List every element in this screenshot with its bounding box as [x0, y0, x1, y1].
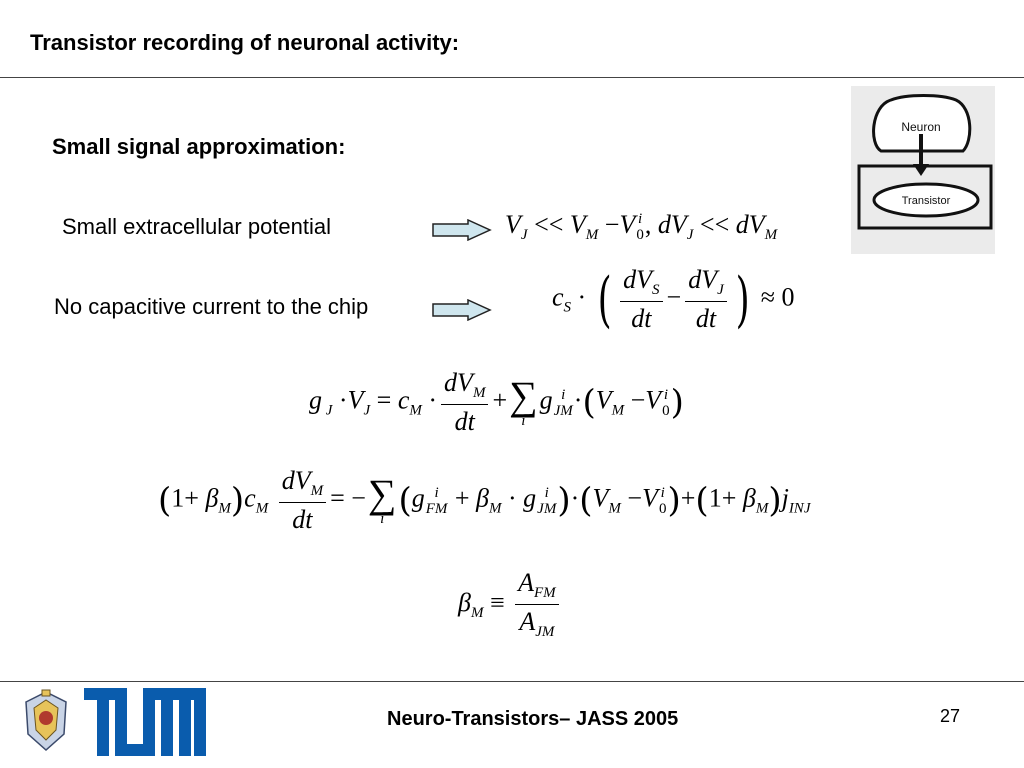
chip-outline	[857, 164, 993, 230]
tum-logo-icon	[84, 688, 206, 756]
title-divider	[0, 77, 1024, 78]
page-number: 27	[940, 706, 961, 726]
footer-divider	[0, 681, 1024, 682]
transistor-label: Transistor	[902, 195, 951, 207]
right-arrow-icon	[432, 219, 492, 241]
slide-title: Transistor recording of neuronal activit…	[30, 30, 460, 55]
neuron-shape	[872, 94, 972, 153]
crest-icon	[25, 689, 67, 752]
footer-title: Neuro-Transistors– JASS 2005	[387, 708, 679, 730]
right-arrow-icon	[432, 299, 492, 321]
section-subtitle: Small signal approximation:	[52, 134, 346, 159]
transistor-shape	[872, 182, 980, 218]
condition-label-potential: Small extracellular potential	[62, 214, 332, 239]
neuron-transistor-diagram: Neuron Transistor	[851, 86, 995, 254]
condition-label-capacitive: No capacitive current to the chip	[54, 294, 369, 319]
neuron-label: Neuron	[901, 120, 940, 134]
